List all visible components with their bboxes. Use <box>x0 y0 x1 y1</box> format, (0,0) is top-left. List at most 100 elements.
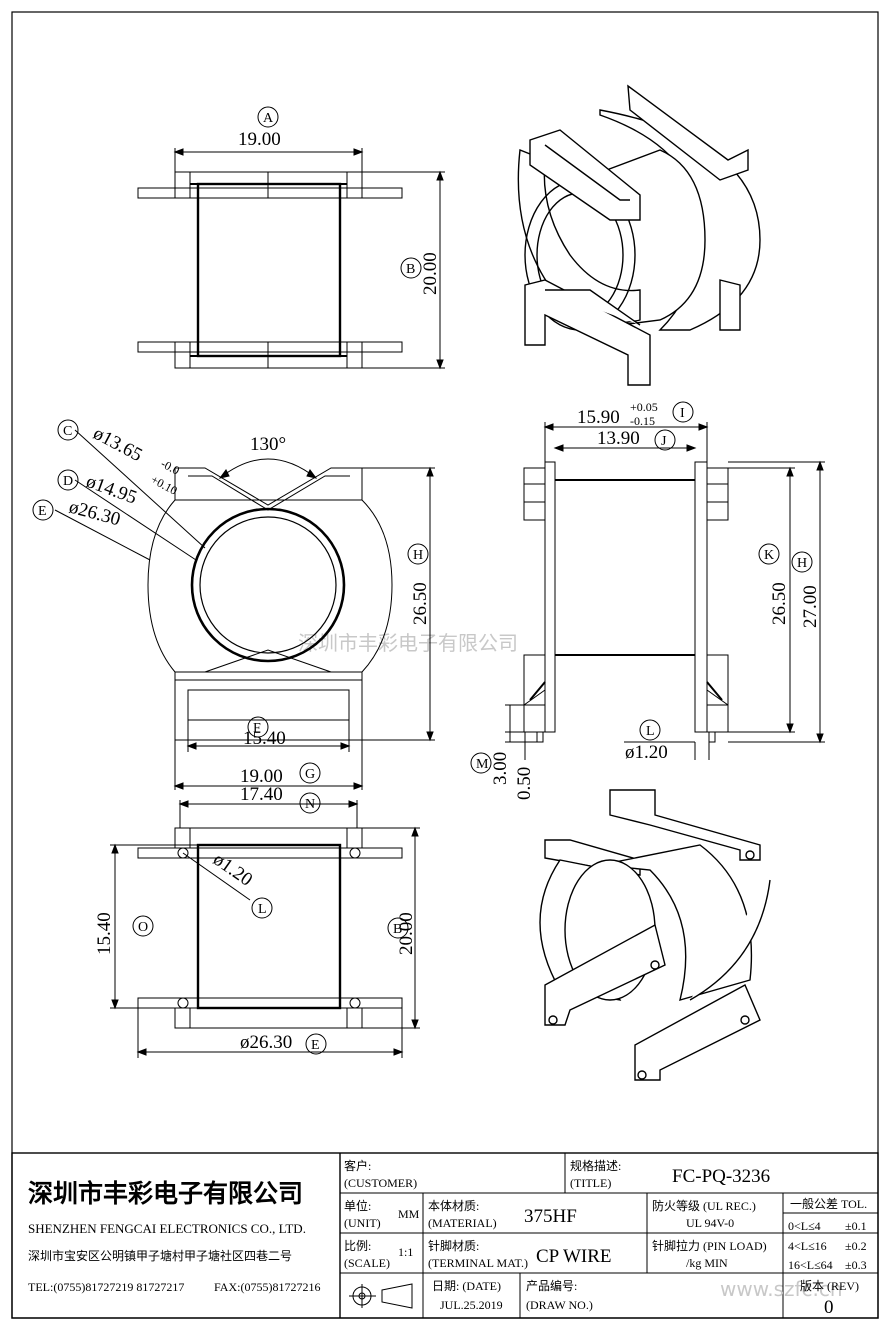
material-label-cn: 本体材质: <box>428 1199 479 1213</box>
label-o-circle <box>132 915 154 937</box>
terminal-label-en: (TERMINAL MAT.) <box>428 1256 528 1270</box>
watermark-url: www.szfc.cn <box>720 1277 843 1301</box>
customer-label-cn: 客户: <box>344 1158 371 1173</box>
label-a: A <box>263 111 274 126</box>
label-j-circle <box>654 429 676 451</box>
dim-m: 3.00 <box>490 752 511 785</box>
label-j: J <box>661 434 667 449</box>
draw-no-label-en: (DRAW NO.) <box>526 1298 593 1312</box>
dim-h2: 27.00 <box>800 585 821 628</box>
dim-i-tol-top: +0.05 <box>630 400 658 414</box>
label-h2: H <box>797 556 807 571</box>
pin-load-value: /kg MIN <box>686 1256 728 1270</box>
label-b-circle <box>400 257 422 279</box>
front-view <box>54 429 435 790</box>
dim-h: 26.50 <box>410 582 431 625</box>
dim-c-tol-top: -0.0 <box>159 456 182 477</box>
company-name-en: SHENZHEN FENGCAI ELECTRONICS CO., LTD. <box>28 1221 306 1236</box>
rev-label: 版本 (REV) <box>800 1279 859 1293</box>
label-h2-circle <box>791 551 813 573</box>
title-value: FC-PQ-3236 <box>672 1166 770 1187</box>
company-fax: FAX:(0755)81727216 <box>214 1280 320 1294</box>
iso-view-top <box>517 84 761 386</box>
dim-a: 19.00 <box>238 129 281 150</box>
dim-l2: ø1.20 <box>209 849 256 891</box>
dim-b: 20.00 <box>420 252 441 295</box>
dim-i-tol-bot: -0.15 <box>630 414 655 428</box>
unit-label-en: (UNIT) <box>344 1216 381 1230</box>
label-i: I <box>680 406 685 421</box>
label-e: E <box>38 504 47 519</box>
company-address: 深圳市宝安区公明镇甲子塘村甲子塘社区四巷二号 <box>28 1248 292 1263</box>
dim-k: 26.50 <box>769 582 790 625</box>
label-k: K <box>764 548 774 563</box>
label-c: C <box>63 424 72 439</box>
date-value: JUL.25.2019 <box>440 1298 503 1312</box>
label-h: H <box>413 548 423 563</box>
unit-label-cn: 单位: <box>344 1198 371 1213</box>
dim-i: 15.90 <box>577 407 620 428</box>
iso-view-bottom <box>539 789 771 1081</box>
label-k-circle <box>758 543 780 565</box>
label-n: N <box>305 797 315 812</box>
pin-load-label: 针脚拉力 (PIN LOAD) <box>652 1238 767 1253</box>
dim-e2: ø26.30 <box>240 1032 292 1053</box>
label-l2-circle <box>251 897 273 919</box>
label-h-circle <box>407 543 429 565</box>
label-l2: L <box>258 902 267 917</box>
label-a-circle <box>257 106 279 128</box>
title-label-en: (TITLE) <box>570 1176 611 1190</box>
dim-angle: 130° <box>250 434 286 455</box>
dim-n: 17.40 <box>240 784 283 805</box>
scale-label-cn: 比例: <box>344 1239 371 1253</box>
label-m-circle <box>470 752 492 774</box>
dim-c: ø13.65 <box>90 423 146 466</box>
label-f: F <box>253 721 261 736</box>
terminal-value: CP WIRE <box>536 1246 611 1267</box>
label-b2: B <box>393 922 402 937</box>
tolerance-3-value: ±0.3 <box>845 1258 867 1272</box>
date-label: 日期: (DATE) <box>432 1279 501 1293</box>
dim-l: ø1.20 <box>625 742 668 763</box>
label-l: L <box>646 724 655 739</box>
tolerance-1-value: ±0.1 <box>845 1219 867 1233</box>
label-e2: E <box>311 1038 320 1053</box>
label-m: M <box>476 757 489 772</box>
terminal-label-cn: 针脚材质: <box>428 1238 479 1253</box>
material-label-en: (MATERIAL) <box>428 1216 497 1230</box>
dim-f: 15.40 <box>243 728 286 749</box>
label-e-circle <box>32 499 54 521</box>
scale-value: 1:1 <box>398 1245 413 1259</box>
label-b2-circle <box>387 917 409 939</box>
side-view <box>505 422 825 760</box>
draw-no-label-cn: 产品编号: <box>526 1278 577 1293</box>
label-d: D <box>63 474 73 489</box>
label-o: O <box>138 920 148 935</box>
tolerance-2-range: 4<L≤16 <box>788 1239 827 1253</box>
label-b: B <box>406 262 415 277</box>
label-l-circle <box>639 719 661 741</box>
customer-label-en: (CUSTOMER) <box>344 1176 417 1190</box>
top-view <box>137 148 445 370</box>
fire-value: UL 94V-0 <box>686 1216 734 1230</box>
label-g-circle <box>299 762 321 784</box>
dim-m2: 0.50 <box>514 767 535 800</box>
fire-label: 防火等级 (UL REC.) <box>652 1198 756 1213</box>
dim-g: 19.00 <box>240 766 283 787</box>
rev-value: 0 <box>824 1297 834 1318</box>
title-block <box>11 1152 879 1319</box>
bottom-view <box>110 800 420 1058</box>
company-tel: TEL:(0755)81727219 81727217 <box>28 1280 184 1294</box>
company-name-cn: 深圳市丰彩电子有限公司 <box>28 1179 303 1208</box>
watermark-text: 深圳市丰彩电子有限公司 <box>298 631 518 655</box>
label-e2-circle <box>305 1033 327 1055</box>
scale-label-en: (SCALE) <box>344 1256 390 1270</box>
dim-b2: 20.00 <box>396 912 417 955</box>
label-g: G <box>305 767 315 782</box>
material-value: 375HF <box>524 1206 577 1227</box>
label-d-circle <box>57 469 79 491</box>
tolerance-title: 一般公差 TOL. <box>790 1196 867 1211</box>
dim-j: 13.90 <box>597 428 640 449</box>
title-label-cn: 规格描述: <box>570 1158 621 1173</box>
